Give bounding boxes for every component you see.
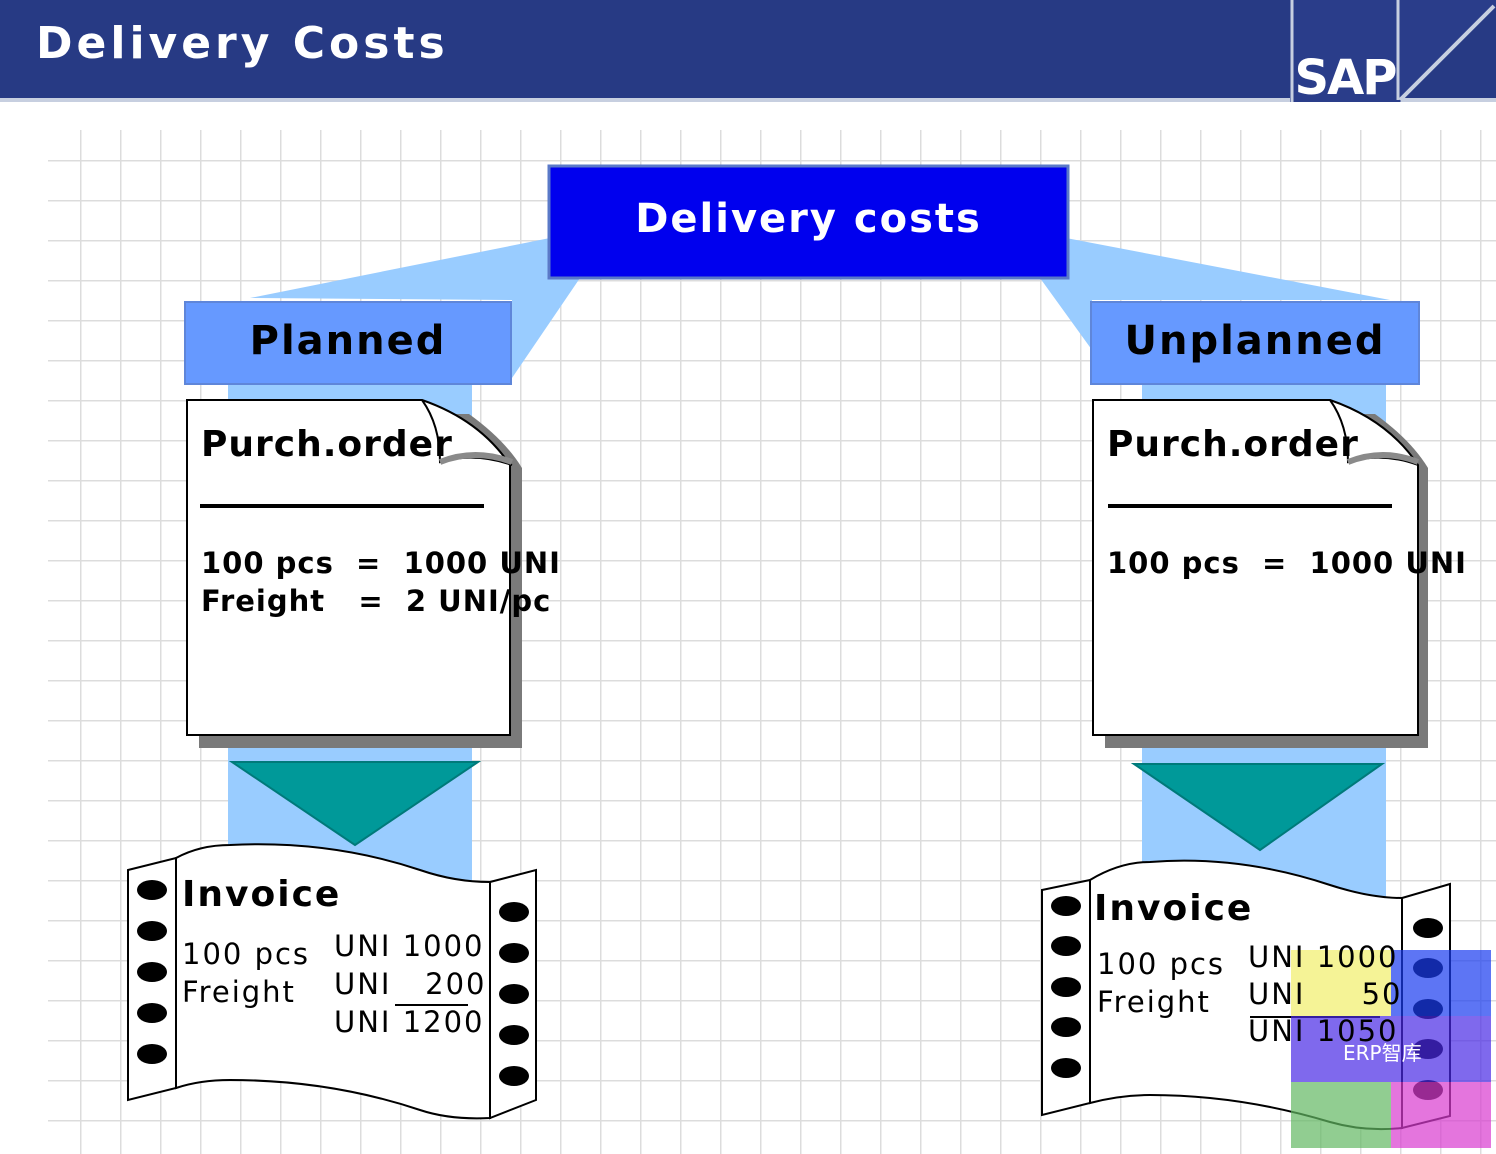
invoice-amount-freight-unplanned: UNI 50: [1248, 977, 1403, 1011]
invoice-doc-planned: [127, 843, 537, 1120]
invoice-item-quantity-planned: 100 pcs: [182, 937, 311, 971]
connector-root-to-unplanned: [1040, 238, 1390, 350]
purchase-order-doc-unplanned: [1092, 399, 1428, 748]
po-title-planned: Purch.order: [201, 424, 453, 465]
invoice-title-planned: Invoice: [182, 874, 342, 915]
page-title: Delivery Costs: [36, 18, 449, 69]
planned-label: Planned: [249, 318, 447, 364]
invoice-title-unplanned: Invoice: [1094, 888, 1254, 929]
invoice-amount-total-unplanned: UNI 1050: [1248, 1014, 1399, 1048]
po-line-freight-planned: Freight = 2 UNI/pc: [201, 584, 552, 618]
invoice-amount-goods-unplanned: UNI 1000: [1248, 940, 1399, 974]
unplanned-box: [1090, 301, 1420, 385]
po-line-quantity-unplanned: 100 pcs = 1000 UNI: [1107, 546, 1467, 580]
arrow-unplanned: [1130, 763, 1386, 852]
root-box: [547, 164, 1070, 280]
header-bar: [0, 0, 1496, 102]
arrow-planned: [228, 761, 482, 847]
invoice-item-freight-planned: Freight: [182, 975, 296, 1009]
invoice-amount-total-planned: UNI 1200: [334, 1005, 485, 1039]
invoice-amount-freight-planned: UNI 200: [334, 967, 487, 1001]
purchase-order-doc-planned: [186, 399, 522, 748]
invoice-amount-goods-planned: UNI 1000: [334, 929, 485, 963]
sap-logo: [1290, 0, 1496, 102]
connector-root-to-planned: [250, 238, 580, 378]
unplanned-label: Unplanned: [1124, 318, 1386, 364]
watermark-text: ERP智库: [1343, 1041, 1422, 1065]
watermark-logo: [1291, 950, 1491, 1148]
invoice-item-quantity-unplanned: 100 pcs: [1097, 947, 1226, 981]
invoice-item-freight-unplanned: Freight: [1097, 985, 1211, 1019]
po-title-unplanned: Purch.order: [1107, 424, 1359, 465]
sap-logo-text: SAP: [1294, 50, 1398, 106]
root-box-label: Delivery costs: [635, 196, 982, 242]
po-line-quantity-planned: 100 pcs = 1000 UNI: [201, 546, 561, 580]
planned-box: [184, 301, 512, 385]
